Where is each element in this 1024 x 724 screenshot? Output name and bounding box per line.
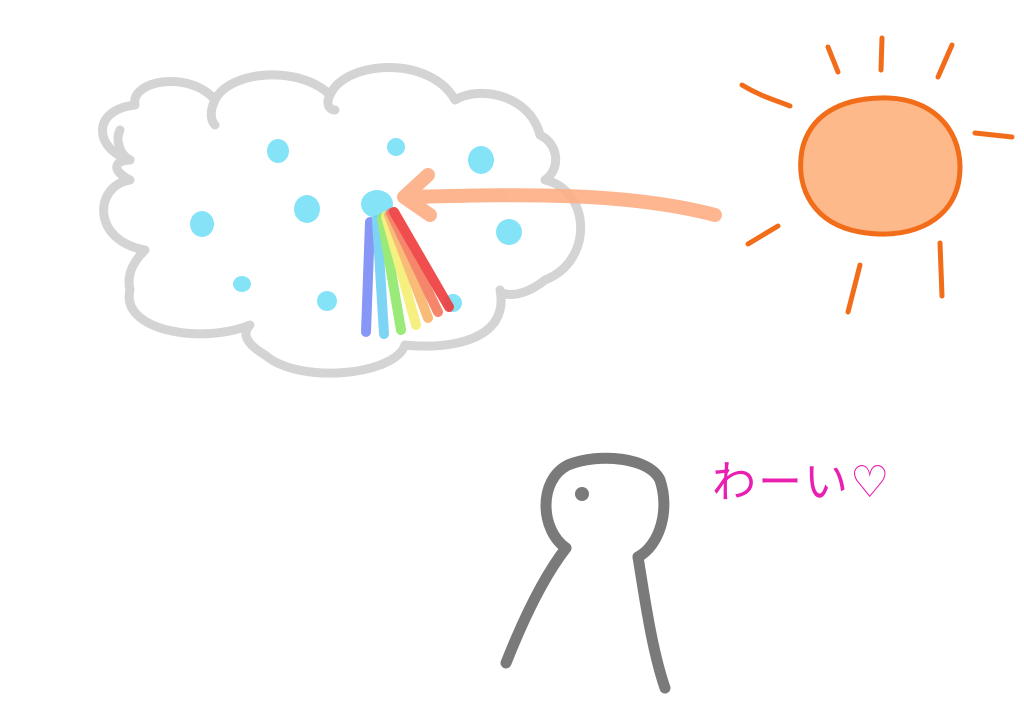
raindrop <box>267 139 289 163</box>
cloud-inner-curl <box>113 90 340 165</box>
raindrop <box>233 276 251 292</box>
sun-drawing <box>739 35 1015 315</box>
raindrop <box>361 190 393 218</box>
raindrop <box>387 138 405 156</box>
heart-icon: ♡ <box>850 457 892 508</box>
person-drawing <box>500 452 671 694</box>
arrow-drawing <box>397 168 722 222</box>
raindrop <box>190 211 214 237</box>
caption: わーい♡ <box>712 446 891 510</box>
raindrop <box>317 291 337 311</box>
raindrops <box>190 138 522 312</box>
raindrop <box>468 146 494 174</box>
person-eye <box>575 487 589 501</box>
rainbow-drawing <box>361 207 454 339</box>
cloud-drawing <box>98 63 586 378</box>
caption-text: わーい <box>712 457 850 508</box>
raindrop <box>496 219 522 245</box>
raindrop <box>294 195 320 223</box>
